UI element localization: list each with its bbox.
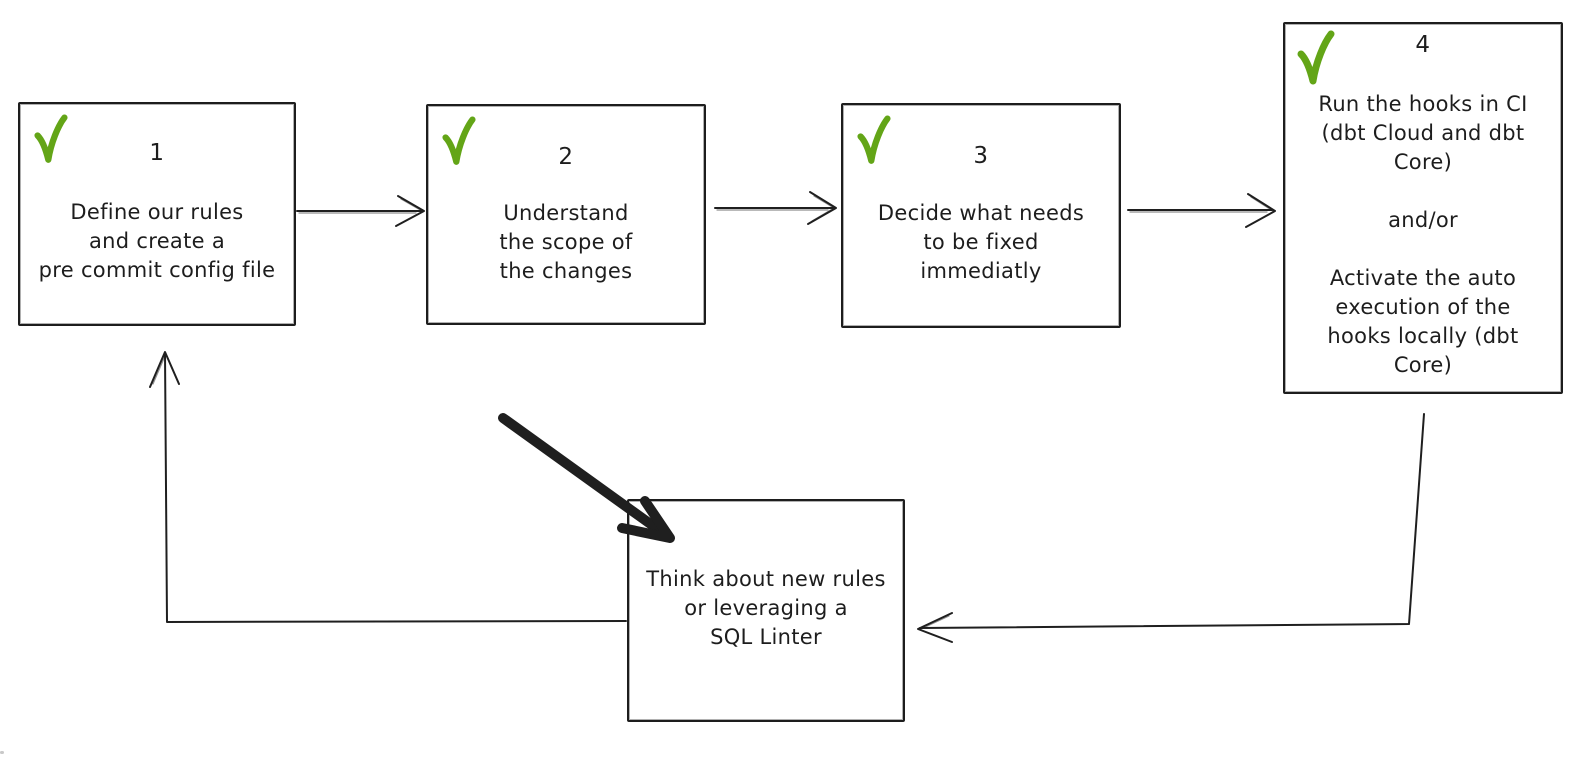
step-text: Understand the scope of the changes xyxy=(499,201,633,283)
arrow-step2-to-step3[interactable] xyxy=(714,191,837,225)
step-1-box[interactable]: 1 Define our rules and create a pre comm… xyxy=(18,102,296,326)
arrow-think-to-step1[interactable] xyxy=(149,351,627,623)
step-2-box[interactable]: 2 Understand the scope of the changes xyxy=(426,104,706,325)
arrow-step4-to-think[interactable] xyxy=(917,413,1425,643)
screenshot-artifact-speck xyxy=(0,751,4,754)
check-icon xyxy=(1297,30,1335,85)
step-number: 3 xyxy=(973,143,989,169)
step-text: Run the hooks in CI (dbt Cloud and dbt C… xyxy=(1318,92,1528,377)
check-icon xyxy=(34,114,68,163)
step-number: 2 xyxy=(558,144,574,170)
step-text: Think about new rules or leveraging a SQ… xyxy=(646,567,886,649)
check-icon xyxy=(442,116,476,165)
step-text: Define our rules and create a pre commit… xyxy=(38,200,276,282)
arrow-step3-to-step4[interactable] xyxy=(1127,193,1276,228)
arrow-step1-to-step2[interactable] xyxy=(296,195,425,227)
step-text: Decide what needs to be fixed immediatly xyxy=(877,201,1085,283)
step-number: 1 xyxy=(149,140,165,166)
step-number: 4 xyxy=(1415,32,1431,58)
step-3-box[interactable]: 3 Decide what needs to be fixed immediat… xyxy=(841,103,1121,328)
step-4-box[interactable]: 4 Run the hooks in CI (dbt Cloud and dbt… xyxy=(1283,22,1563,394)
think-box[interactable]: Think about new rules or leveraging a SQ… xyxy=(627,499,905,722)
check-icon xyxy=(857,115,891,164)
